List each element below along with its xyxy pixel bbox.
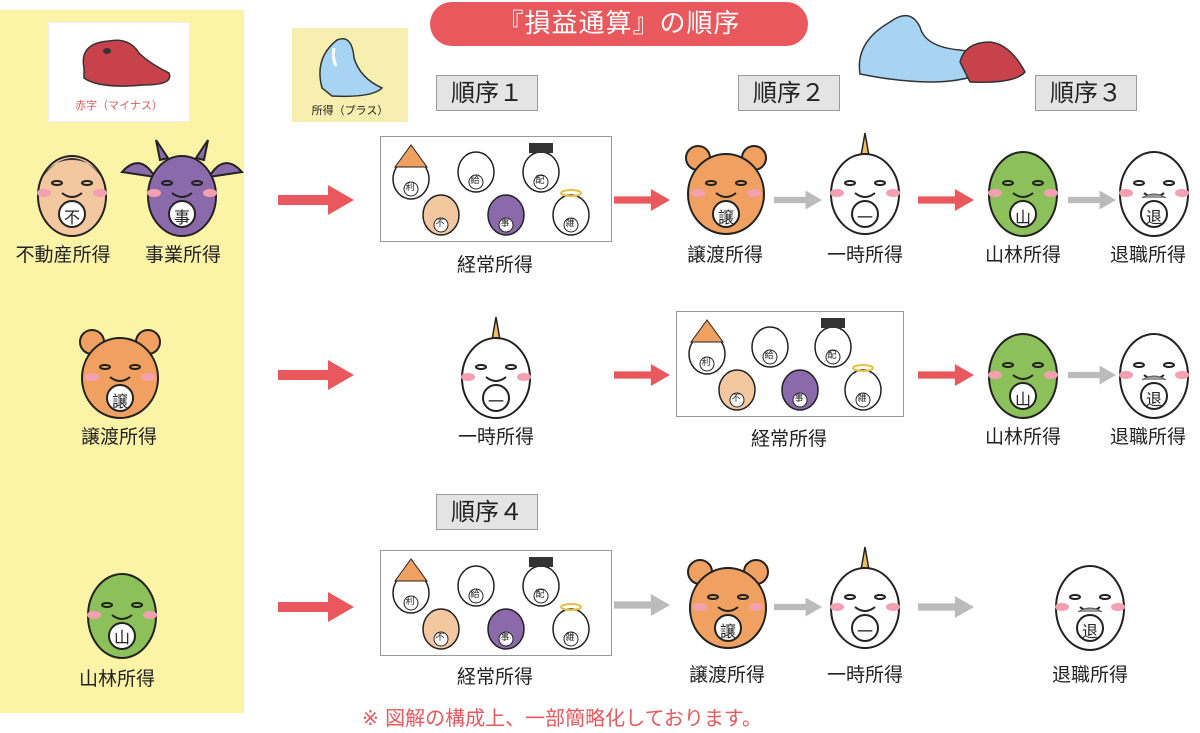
label-jigyo: 事業所得 — [144, 244, 221, 266]
keijo-box-row1 — [380, 136, 612, 242]
label-ichiji-row1: 一時所得 — [826, 244, 903, 266]
label-sanrin-sidebar: 山林所得 — [78, 668, 155, 690]
kanji-zatsu-row1: 雑 — [565, 219, 575, 229]
kanji-fu-row2: 不 — [731, 394, 741, 404]
keijo-group-illustration — [392, 143, 590, 236]
label-ichiji-row2: 一時所得 — [457, 426, 534, 448]
label-keijo-row2: 経常所得 — [750, 428, 827, 450]
sanrin-character-sidebar — [86, 573, 158, 659]
arrow-row3-1 — [278, 592, 354, 622]
label-joto-sidebar: 譲渡所得 — [80, 426, 157, 448]
arrow-row1-4 — [918, 185, 974, 215]
kanji-jo-row3: 譲 — [719, 622, 736, 641]
kanji-ichi-row3: 一 — [856, 622, 873, 641]
kanji-zatsu-row3: 雑 — [565, 633, 575, 643]
ichiji-character-row1 — [829, 132, 901, 235]
arrow-row2-1 — [278, 360, 354, 390]
kanji-yama-row1: 山 — [1014, 208, 1031, 227]
kanji-yama-row2: 山 — [1014, 390, 1031, 409]
kanji-kyu-row3: 給 — [470, 590, 480, 600]
sanrin-character-row2 — [987, 333, 1059, 419]
label-taishoku-row1: 退職所得 — [1109, 244, 1186, 266]
arrow-row2-2 — [614, 360, 670, 390]
kanji-ri-row2: 利 — [701, 358, 711, 368]
kanji-tai-row3: 退 — [1081, 622, 1098, 641]
kanji-zatsu-row2: 雑 — [857, 394, 867, 404]
label-ichiji-row3: 一時所得 — [826, 664, 903, 686]
ichiji-character-row3 — [829, 546, 901, 649]
fudosan-character — [36, 155, 108, 237]
blue-puddle-icon — [319, 38, 384, 98]
order-2-label: 順序２ — [738, 75, 840, 111]
kanji-jo-sidebar: 譲 — [111, 392, 128, 411]
label-keijo-row1: 経常所得 — [456, 254, 533, 276]
taishoku-character-row3 — [1054, 565, 1126, 651]
kanji-ichi-row1: 一 — [856, 208, 873, 227]
page-title: 『損益通算』の順序 — [430, 2, 808, 46]
kanji-hai-row1: 配 — [535, 176, 545, 186]
kanji-tai-row1: 退 — [1145, 208, 1162, 227]
joto-character-row3 — [687, 559, 769, 649]
arrow-row3-4 — [918, 594, 974, 620]
kanji-hai-row2: 配 — [827, 351, 837, 361]
jigyo-character — [120, 139, 244, 237]
order-3-label: 順序３ — [1035, 75, 1137, 111]
joto-character-sidebar — [79, 329, 161, 419]
kanji-ji-row3: 事 — [500, 633, 510, 643]
kanji-hai-row3: 配 — [535, 590, 545, 600]
keijo-group-illustration — [688, 318, 882, 411]
label-joto-row1: 譲渡所得 — [686, 244, 763, 266]
plus-legend: 所得（プラス） — [292, 28, 408, 122]
joto-character-row1 — [685, 145, 767, 235]
label-sanrin-row2: 山林所得 — [984, 426, 1061, 448]
kanji-ichi-row2: 一 — [487, 392, 504, 411]
order-1-label: 順序１ — [436, 75, 538, 111]
kanji-yama-sidebar: 山 — [113, 628, 130, 647]
label-keijo-row3: 経常所得 — [456, 666, 533, 688]
label-sanrin-row1: 山林所得 — [984, 244, 1061, 266]
puddle-illustration — [858, 14, 1026, 84]
plus-label: 所得（プラス） — [311, 104, 389, 117]
minus-label: 赤字（マイナス） — [75, 99, 163, 112]
kanji-ji: 事 — [173, 208, 190, 227]
label-taishoku-row2: 退職所得 — [1109, 426, 1186, 448]
kanji-kyu-row2: 給 — [764, 351, 774, 361]
ichiji-character-row2 — [460, 316, 532, 419]
red-puddle-icon — [82, 39, 171, 87]
kanji-ri-row1: 利 — [405, 183, 415, 193]
arrow-row1-2 — [614, 185, 670, 215]
label-joto-row3: 譲渡所得 — [688, 664, 765, 686]
minus-legend: 赤字（マイナス） — [48, 22, 190, 122]
label-taishoku-row3: 退職所得 — [1051, 664, 1128, 686]
keijo-group-illustration — [392, 557, 590, 650]
taishoku-character-row2 — [1118, 333, 1190, 419]
taishoku-character-row1 — [1118, 151, 1190, 237]
kanji-ji-row2: 事 — [794, 394, 804, 404]
keijo-box-row3 — [380, 550, 612, 656]
arrow-row1-1 — [278, 185, 354, 215]
arrow-row2-3 — [918, 360, 974, 390]
kanji-ji-row1: 事 — [500, 219, 510, 229]
kanji-fu-row3: 不 — [435, 633, 445, 643]
keijo-box-row2 — [676, 311, 904, 417]
kanji-jo-row1: 譲 — [717, 208, 734, 227]
kanji-fu: 不 — [63, 208, 80, 227]
label-fudosan: 不動産所得 — [15, 244, 111, 266]
kanji-kyu-row1: 給 — [470, 176, 480, 186]
sanrin-character-row1 — [987, 151, 1059, 237]
kanji-ri-row3: 利 — [405, 597, 415, 607]
arrow-row3-2 — [614, 592, 670, 618]
order-4-label: 順序４ — [436, 494, 538, 530]
kanji-tai-row2: 退 — [1145, 390, 1162, 409]
kanji-fu-row1: 不 — [435, 219, 445, 229]
footnote: ※ 図解の構成上、一部簡略化しております。 — [362, 706, 762, 730]
